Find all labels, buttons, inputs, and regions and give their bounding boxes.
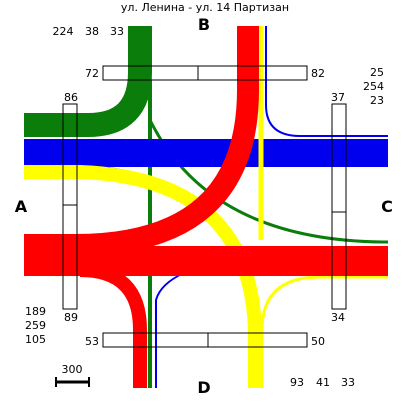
volume-value: 93: [290, 376, 304, 389]
volumes-south: 93 41 33: [290, 376, 355, 389]
volume-value: 33: [110, 25, 124, 38]
flow-red-west-east: [24, 246, 388, 276]
approach-north-label: B: [198, 15, 210, 34]
flow-blue-west-east: [24, 139, 388, 167]
volume-value: 105: [25, 333, 46, 346]
flow-yellow-south-to-east: [260, 275, 388, 388]
diagram-title: ул. Ленина - ул. 14 Партизан: [121, 1, 289, 14]
scale-bar: 300: [55, 363, 90, 387]
crosswalk-east-top-label: 37: [331, 91, 345, 104]
volume-value: 254: [363, 80, 384, 93]
crosswalk-west-bottom-label: 89: [64, 311, 78, 324]
volume-value: 189: [25, 305, 46, 318]
approach-east-label: C: [381, 197, 393, 216]
volume-value: 25: [370, 66, 384, 79]
flow-green-north-to-west: [24, 26, 152, 137]
crosswalk-east-bottom-label: 34: [331, 311, 345, 324]
flow-red-west-to-south: [79, 263, 147, 388]
approach-south-label: D: [197, 378, 210, 397]
crosswalk-east: [331, 103, 347, 310]
volume-value: 38: [85, 25, 99, 38]
crosswalk-north: [102, 65, 308, 81]
flow-blue-north-to-east: [265, 26, 388, 137]
volume-value: 23: [370, 94, 384, 107]
scale-label: 300: [62, 363, 83, 376]
volume-value: 33: [341, 376, 355, 389]
crosswalk-south-right-label: 50: [311, 335, 325, 348]
volumes-west: 189 259 105: [25, 305, 46, 346]
crosswalk-west-top-label: 86: [64, 91, 78, 104]
volumes-east: 25 254 23: [363, 66, 384, 107]
volumes-north: 224 38 33: [53, 25, 125, 38]
crosswalk-south-left-label: 53: [85, 335, 99, 348]
volume-value: 259: [25, 319, 46, 332]
crosswalk-south: [102, 332, 308, 348]
flow-red-north-to-west: [24, 26, 259, 256]
volume-value: 224: [53, 25, 74, 38]
crosswalk-west: [62, 103, 78, 310]
crosswalk-north-right-label: 82: [311, 67, 325, 80]
crosswalk-north-left-label: 72: [85, 67, 99, 80]
volume-value: 41: [316, 376, 330, 389]
approach-west-label: A: [15, 197, 28, 216]
